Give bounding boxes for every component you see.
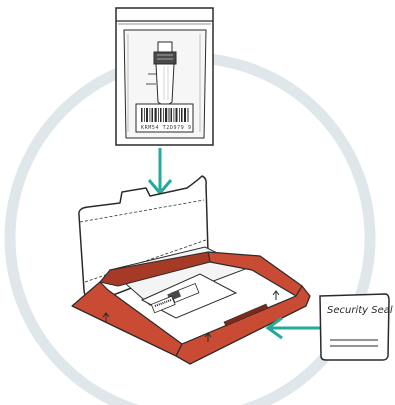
arrow-down-icon — [149, 148, 171, 193]
security-seal: Security Seal — [320, 294, 393, 360]
specimen-bag: KRM54 T2D979 9 — [116, 8, 213, 145]
barcode-number: KRM54 T2D979 9 — [141, 125, 192, 131]
barcode-label: KRM54 T2D979 9 — [136, 104, 193, 132]
arrow-left-icon — [268, 318, 320, 338]
shipping-box — [72, 176, 310, 364]
security-seal-label: Security Seal — [327, 305, 393, 316]
